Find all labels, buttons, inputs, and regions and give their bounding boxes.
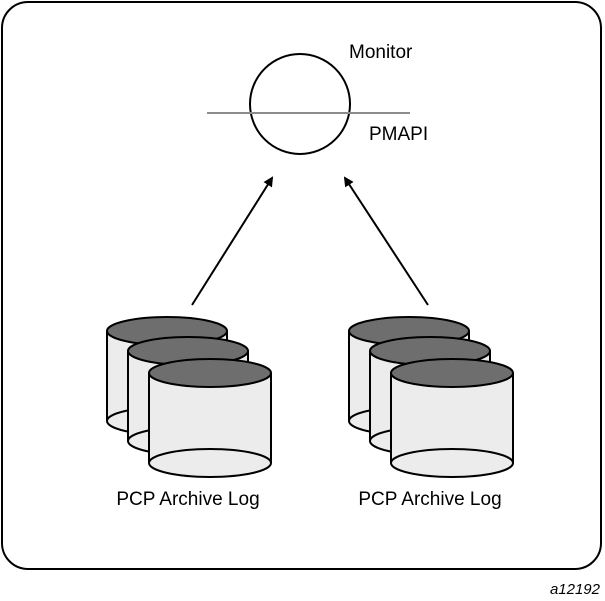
pmapi-label: PMAPI [369, 124, 428, 145]
archive-stack-left: PCP Archive Log [106, 316, 272, 510]
monitor-label: Monitor [349, 42, 413, 63]
archive-right-label: PCP Archive Log [358, 489, 501, 510]
archive-stack-right: PCP Archive Log [348, 316, 514, 510]
arrow-left [191, 176, 274, 306]
arrow-right [343, 176, 429, 306]
archive-left-label: PCP Archive Log [116, 489, 259, 510]
monitor-node: Monitor PMAPI [207, 42, 428, 155]
cylinder-icon [390, 358, 514, 478]
cylinder-icon [148, 358, 272, 478]
figure-id: a12192 [550, 581, 601, 598]
monitor-circle [249, 53, 351, 155]
